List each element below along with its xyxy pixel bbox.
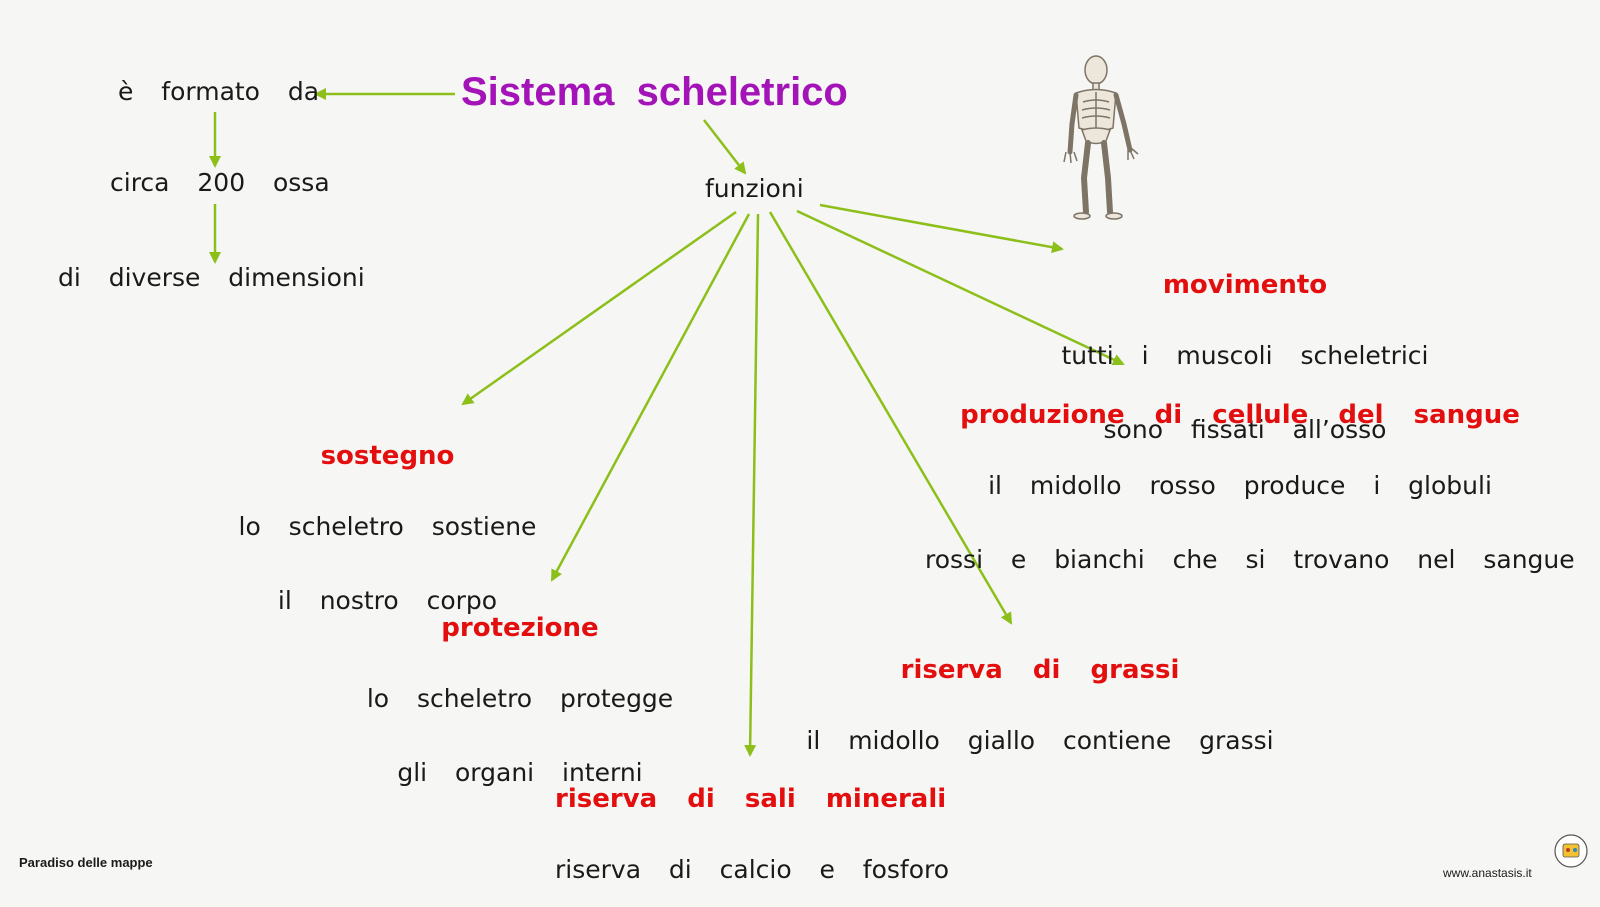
function-line: il midollo rosso produce i globuli [988,471,1492,500]
function-line: lo scheletro sostiene [238,512,537,541]
function-protezione: protezione lo scheletro protegge gli org… [355,575,685,810]
bones-count-node: circa 200 ossa [110,168,330,197]
skeleton-icon [1063,55,1139,220]
function-line: gli organi interni [397,758,643,787]
arrow-to-protezione [550,213,751,582]
function-line: tutti i muscoli scheletrici [1061,341,1429,370]
function-heading: produzione di cellule del sangue [960,400,1520,430]
sizes-node: di diverse dimensioni [58,263,365,292]
arrow-to-sali [744,213,760,757]
function-line: riserva di calcio e fosforo [555,855,950,884]
function-movimento: movimento tutti i muscoli scheletrici so… [1030,232,1460,467]
function-heading: riserva di grassi [900,655,1180,685]
supermappe-badge-icon [1554,834,1588,868]
map-title: Sistema scheletrico [461,70,848,114]
function-heading: riserva di sali minerali [555,784,947,814]
function-line: il nostro corpo [277,586,498,615]
funzioni-node: funzioni [705,174,804,203]
function-heading: movimento [1162,270,1328,300]
function-sostegno: sostegno lo scheletro sostiene il nostro… [230,403,545,638]
function-line: sono fissati all’osso [1103,415,1387,444]
arrow-to-movimento [819,203,1064,254]
arrow-to-produzione [796,209,1125,366]
function-sali: riserva di sali minerali riserva di calc… [555,746,950,907]
function-produzione: produzione di cellule del sangue il mido… [925,362,1575,597]
function-heading: sostegno [320,441,455,471]
function-line: rossi e bianchi che si trovano nel sangu… [925,545,1575,574]
formed-by-node: è formato da [118,77,320,106]
connector-arrows [209,55,1588,868]
arrow-title-to-funzioni [703,119,747,175]
function-heading: protezione [441,613,599,643]
footer-website-link[interactable]: www.anastasis.it [1443,866,1532,880]
footer-brand: Paradiso delle mappe [19,855,153,870]
function-grassi: riserva di grassi il midollo giallo cont… [790,617,1290,778]
function-line: il midollo giallo contiene grassi [806,726,1274,755]
arrow-to-sostegno [461,210,737,406]
arrow-to-grassi [768,211,1013,625]
function-line: lo scheletro protegge [366,684,674,713]
